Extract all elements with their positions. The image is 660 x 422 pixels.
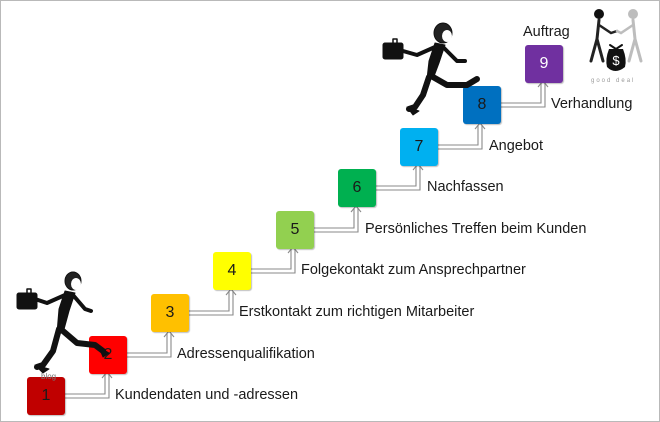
step-6-box: 6 — [338, 169, 376, 207]
step-number: 5 — [290, 221, 300, 238]
step-4-label: Folgekontakt zum Ansprechpartner — [301, 262, 526, 278]
step-5-box: 5 — [276, 211, 314, 249]
step-8-label: Verhandlung — [551, 96, 633, 112]
step-9-label: Auftrag — [523, 24, 570, 40]
step-3-box: 3 — [151, 294, 189, 332]
businessman-runner-icon — [16, 271, 110, 374]
step-5-label: Persönliches Treffen beim Kunden — [365, 221, 587, 237]
step-1-box: 1 — [27, 377, 65, 415]
step-9-box: 9 — [525, 45, 563, 83]
step-number: 6 — [352, 179, 362, 196]
step-number: 1 — [41, 387, 51, 404]
step-6-label: Nachfassen — [427, 179, 504, 195]
watermark-text: blog — [41, 372, 57, 381]
step-8-box: 8 — [463, 86, 501, 124]
step-number: 7 — [414, 138, 424, 155]
svg-text:$: $ — [612, 53, 620, 68]
step-number: 2 — [103, 346, 113, 363]
handshake-money-bag-icon: $ — [589, 9, 643, 71]
step-2-label: Adressenqualifikation — [177, 346, 315, 362]
step-1-label: Kundendaten und -adressen — [115, 387, 299, 403]
step-4-box: 4 — [213, 252, 251, 290]
step-3-label: Erstkontakt zum richtigen Mitarbeiter — [239, 304, 475, 320]
step-number: 4 — [227, 262, 237, 279]
step-7-label: Angebot — [489, 138, 544, 154]
step-number: 8 — [477, 96, 487, 113]
deal-caption: good deal — [591, 78, 636, 84]
businessman-runner-icon — [382, 22, 480, 116]
step-7-box: 7 — [400, 128, 438, 166]
step-number: 3 — [165, 304, 175, 321]
step-number: 9 — [539, 55, 549, 72]
